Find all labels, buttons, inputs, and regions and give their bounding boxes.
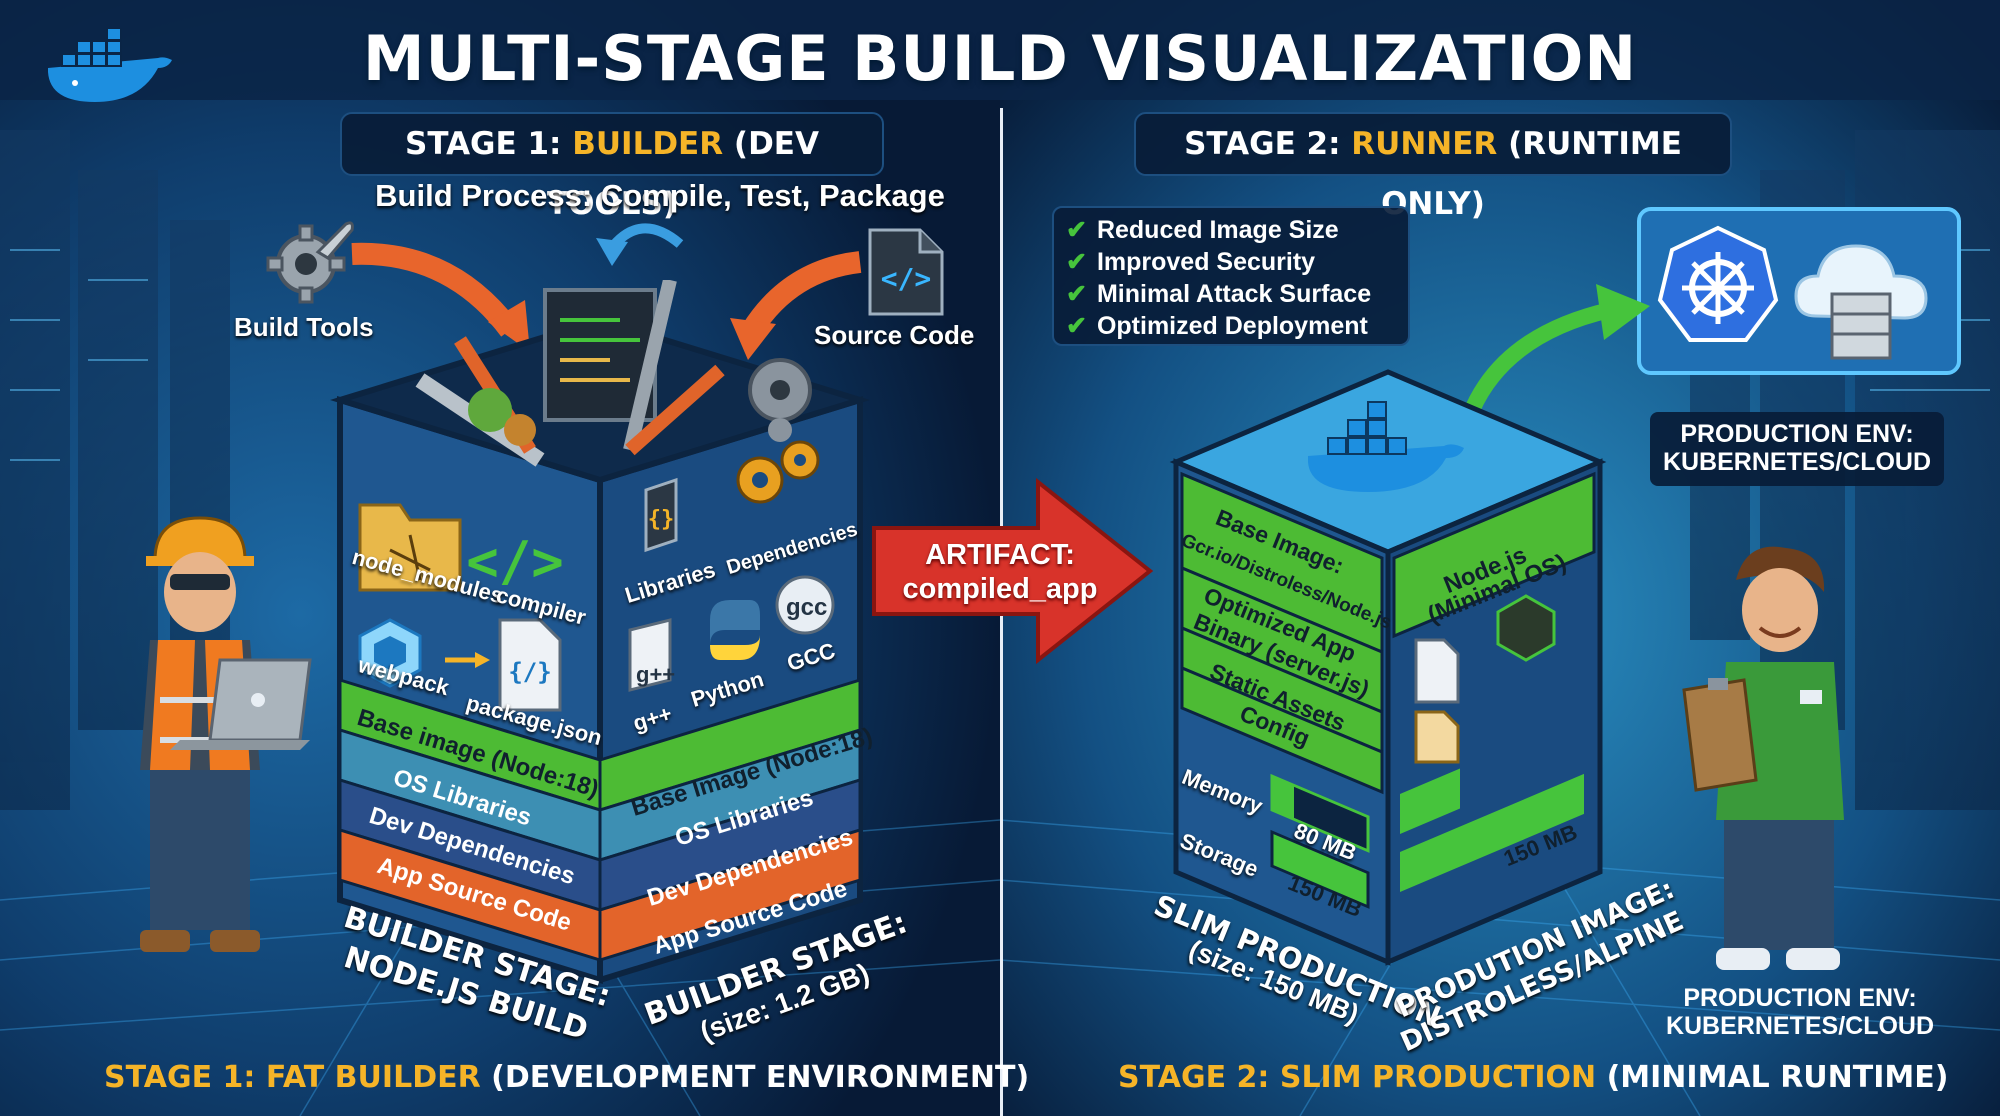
operator-figure — [1682, 546, 1844, 970]
svg-text:</>: </> — [466, 530, 564, 593]
gcc-icon — [775, 575, 835, 635]
benefit-item: ✔Improved Security — [1066, 248, 1316, 276]
artifact-label: ARTIFACT: compiled_app — [880, 538, 1120, 606]
stage1-header-prefix: STAGE 1: — [405, 126, 573, 162]
gcc-icon-text: gcc — [786, 594, 828, 621]
svg-text:{/}: {/} — [508, 658, 551, 686]
builder-stage-box: </> {/} {} — [330, 280, 870, 985]
gpp-icon — [628, 618, 672, 692]
production-env-label-bottom: PRODUCTION ENV: KUBERNETES/CLOUD — [1665, 984, 1935, 1040]
slim-production-box — [1169, 369, 1607, 966]
gears-icon — [736, 418, 820, 504]
check-icon: ✔ — [1066, 280, 1087, 308]
stage2-header: STAGE 2: RUNNER (RUNTIME ONLY) — [1134, 112, 1732, 222]
benefit-item: ✔Minimal Attack Surface — [1066, 280, 1372, 308]
stage2-footer: STAGE 2: SLIM PRODUCTION (MINIMAL RUNTIM… — [1118, 1060, 1949, 1095]
build-process-text: Build Process: Compile, Test, Package — [375, 178, 945, 213]
svg-text:{}: {} — [648, 507, 675, 532]
stage2-header-highlight: RUNNER — [1351, 126, 1498, 162]
page-title: MULTI-STAGE BUILD VISUALIZATION — [362, 22, 1638, 95]
gear-wrench-icon — [266, 221, 354, 304]
python-icon — [710, 600, 760, 660]
document-icon — [1414, 638, 1460, 764]
stage1-footer: STAGE 1: FAT BUILDER (DEVELOPMENT ENVIRO… — [104, 1060, 1030, 1095]
build-tools-label: Build Tools — [234, 312, 374, 342]
artifact-label-line1: ARTIFACT: — [925, 539, 1075, 571]
code-file-icon: </> — [868, 228, 944, 316]
check-icon: ✔ — [1066, 312, 1087, 340]
developer-worker-figure — [140, 516, 312, 952]
check-icon: ✔ — [1066, 216, 1087, 244]
webpack-cube-icon — [358, 618, 422, 688]
cloud-server-icon — [1794, 244, 1928, 360]
production-env-label-top: PRODUCTION ENV: KUBERNETES/CLOUD — [1650, 412, 1944, 486]
check-icon: ✔ — [1066, 248, 1087, 276]
folder-icon — [358, 503, 462, 592]
benefit-item: ✔Reduced Image Size — [1066, 216, 1339, 244]
benefits-list: ✔Reduced Image Size ✔Improved Security ✔… — [1052, 206, 1410, 346]
stage2-header-prefix: STAGE 2: — [1184, 126, 1352, 162]
artifact-label-line2: compiled_app — [902, 573, 1098, 605]
code-brackets-icon: </> — [466, 530, 564, 593]
production-env-panel — [1637, 207, 1961, 375]
artifact-arrow — [872, 477, 1154, 665]
docker-whale-icon — [1308, 401, 1464, 492]
stage1-header: STAGE 1: BUILDER (DEV TOOLS) — [340, 112, 884, 222]
gpp-icon-text: g++ — [636, 662, 676, 687]
nodejs-icon — [1496, 594, 1556, 662]
source-code-label: Source Code — [814, 320, 975, 350]
benefit-item: ✔Optimized Deployment — [1066, 312, 1368, 340]
stage2-header-suffix: (RUNTIME ONLY) — [1381, 126, 1682, 222]
kubernetes-icon — [1657, 225, 1779, 342]
package-file-icon: {/} — [498, 618, 562, 712]
libraries-icon: {} — [644, 477, 678, 553]
svg-text:</>: </> — [881, 262, 932, 295]
stage1-header-highlight: BUILDER — [572, 126, 724, 162]
stage1-header-suffix: (DEV TOOLS) — [546, 126, 819, 222]
docker-whale-icon — [48, 28, 172, 102]
